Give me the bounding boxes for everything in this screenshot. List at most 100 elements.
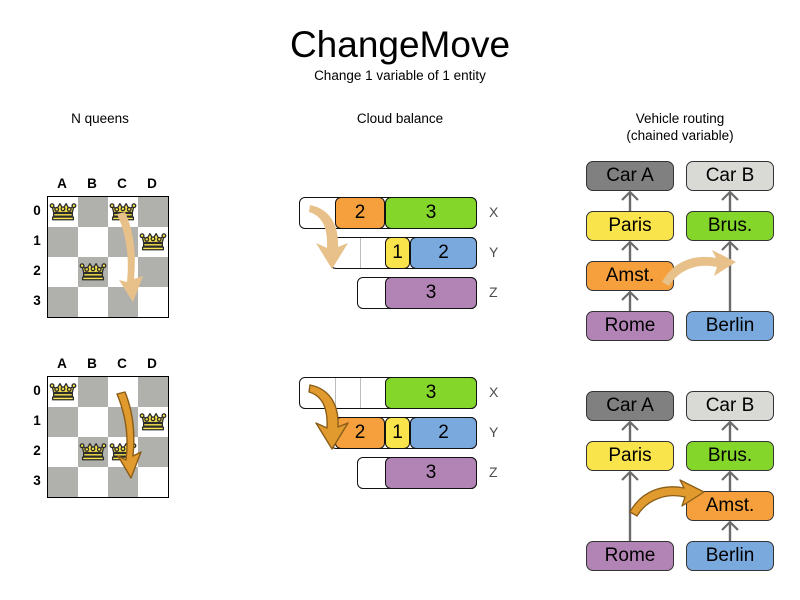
column-heading-routing-line1: Vehicle routing [635, 111, 725, 126]
column-heading-nqueens-line1: N queens [71, 111, 129, 126]
nqueens-cell-D2[interactable] [138, 437, 168, 467]
nqueens-row-label-3: 3 [33, 293, 41, 308]
nqueens-col-label-a: A [57, 356, 67, 371]
nqueens-col-label-d: D [147, 176, 157, 191]
nqueens-cell-A2[interactable] [48, 437, 78, 467]
routing-node-paris[interactable]: Paris [586, 441, 674, 471]
nqueens-cell-B0[interactable] [78, 377, 108, 407]
nqueens-row-label-3: 3 [33, 473, 41, 488]
cloud-process-value: 1 [392, 242, 403, 263]
routing-edge-paris-to-carA [621, 190, 639, 211]
routing-node-rome[interactable]: Rome [586, 541, 674, 571]
routing-node-label: Car B [705, 165, 755, 186]
routing-node-label: Car A [606, 395, 654, 416]
cloud-process-value: 2 [438, 242, 449, 263]
cloud-computer-label-z: Z [489, 284, 498, 300]
routing-node-brus[interactable]: Brus. [686, 211, 774, 241]
routing-node-label: Rome [604, 315, 656, 336]
routing-node-label: Amst. [705, 495, 755, 516]
nqueens-cell-B1[interactable] [78, 227, 108, 257]
routing-node-label: Paris [608, 445, 652, 466]
cloud-divider [335, 378, 336, 408]
cloud-process-block[interactable]: 3 [385, 277, 477, 309]
routing-edge-rome-to-paris [621, 470, 639, 541]
routing-node-berlin[interactable]: Berlin [686, 311, 774, 341]
cloud-process-block[interactable]: 3 [385, 197, 477, 229]
cloud-divider [360, 378, 361, 408]
nqueens-row-label-0: 0 [33, 383, 41, 398]
routing-node-paris[interactable]: Paris [586, 211, 674, 241]
routing-edge-rome-to-amst [621, 290, 639, 311]
nqueens-cell-D0[interactable] [138, 377, 168, 407]
routing-move-arrow-after [628, 479, 708, 522]
routing-node-carA[interactable]: Car A [586, 391, 674, 421]
routing-node-carB[interactable]: Car B [686, 161, 774, 191]
nqueens-cell-A3[interactable] [48, 287, 78, 317]
cloud-process-block[interactable]: 2 [410, 237, 477, 269]
routing-node-amst[interactable]: Amst. [586, 261, 674, 291]
nqueens-cell-B3[interactable] [78, 467, 108, 497]
nqueens-cell-A1[interactable] [48, 227, 78, 257]
routing-node-label: Berlin [705, 545, 755, 566]
column-heading-cloud: Cloud balance [320, 110, 480, 127]
routing-node-carA[interactable]: Car A [586, 161, 674, 191]
routing-edge-paris-to-carA [621, 420, 639, 441]
nqueens-cell-A1[interactable] [48, 407, 78, 437]
column-heading-cloud-line1: Cloud balance [356, 111, 444, 126]
cloud-process-value: 3 [425, 462, 437, 483]
routing-node-label: Brus. [707, 215, 753, 236]
routing-edge-berlin-to-amst [721, 520, 739, 541]
page-title: ChangeMove [289, 24, 511, 65]
nqueens-row-label-2: 2 [33, 263, 41, 278]
routing-edge-brus-to-carB [721, 420, 739, 441]
cloud-row-z-after: 3 [0, 457, 800, 489]
cloud-process-block[interactable]: 3 [385, 457, 477, 489]
nqueens-cell-D2[interactable] [138, 257, 168, 287]
cloud-process-value: 2 [354, 202, 366, 223]
cloud-process-block[interactable]: 2 [335, 417, 385, 449]
cloud-row-z-before: 3 [0, 277, 800, 309]
nqueens-cell-B3[interactable] [78, 287, 108, 317]
cloud-process-block[interactable]: 2 [410, 417, 477, 449]
cloud-computer-label-x: X [489, 204, 499, 220]
cloud-process-value: 1 [392, 422, 403, 443]
column-heading-routing-line2: (chained variable) [626, 128, 734, 143]
cloud-computer-label-x: X [489, 384, 499, 400]
nqueens-cell-A2[interactable] [48, 257, 78, 287]
nqueens-grid [47, 376, 169, 498]
cloud-process-block[interactable]: 2 [335, 197, 385, 229]
routing-node-carB[interactable]: Car B [686, 391, 774, 421]
nqueens-cell-B0[interactable] [78, 197, 108, 227]
nqueens-cell-A3[interactable] [48, 467, 78, 497]
nqueens-cell-B1[interactable] [78, 407, 108, 437]
routing-node-brus[interactable]: Brus. [686, 441, 774, 471]
routing-node-rome[interactable]: Rome [586, 311, 674, 341]
nqueens-row-label-2: 2 [33, 443, 41, 458]
page-subtitle: Change 1 variable of 1 entity [314, 68, 486, 83]
cloud-computer-label-y: Y [489, 424, 499, 440]
nqueens-col-label-d: D [147, 356, 157, 371]
routing-node-label: Paris [608, 215, 652, 236]
cloud-process-block[interactable]: 1 [385, 417, 410, 449]
cloud-computer-label-y: Y [489, 244, 499, 260]
nqueens-cell-D0[interactable] [138, 197, 168, 227]
cloud-process-block[interactable]: 1 [385, 237, 410, 269]
nqueens-col-label-b: B [87, 176, 97, 191]
cloud-process-value: 3 [425, 202, 437, 223]
nqueens-row-label-1: 1 [33, 233, 41, 248]
routing-node-label: Car B [705, 395, 755, 416]
nqueens-cell-D3[interactable] [138, 287, 168, 317]
nqueens-col-label-c: C [117, 356, 127, 371]
routing-node-amst[interactable]: Amst. [686, 491, 774, 521]
routing-node-label: Amst. [605, 265, 655, 286]
routing-node-label: Car A [606, 165, 654, 186]
routing-node-berlin[interactable]: Berlin [686, 541, 774, 571]
nqueens-row-label-1: 1 [33, 413, 41, 428]
routing-edge-brus-to-carB [721, 190, 739, 211]
cloud-process-block[interactable]: 3 [385, 377, 477, 409]
nqueens-cell-D3[interactable] [138, 467, 168, 497]
cloud-row-x-after: 3 [0, 377, 800, 409]
